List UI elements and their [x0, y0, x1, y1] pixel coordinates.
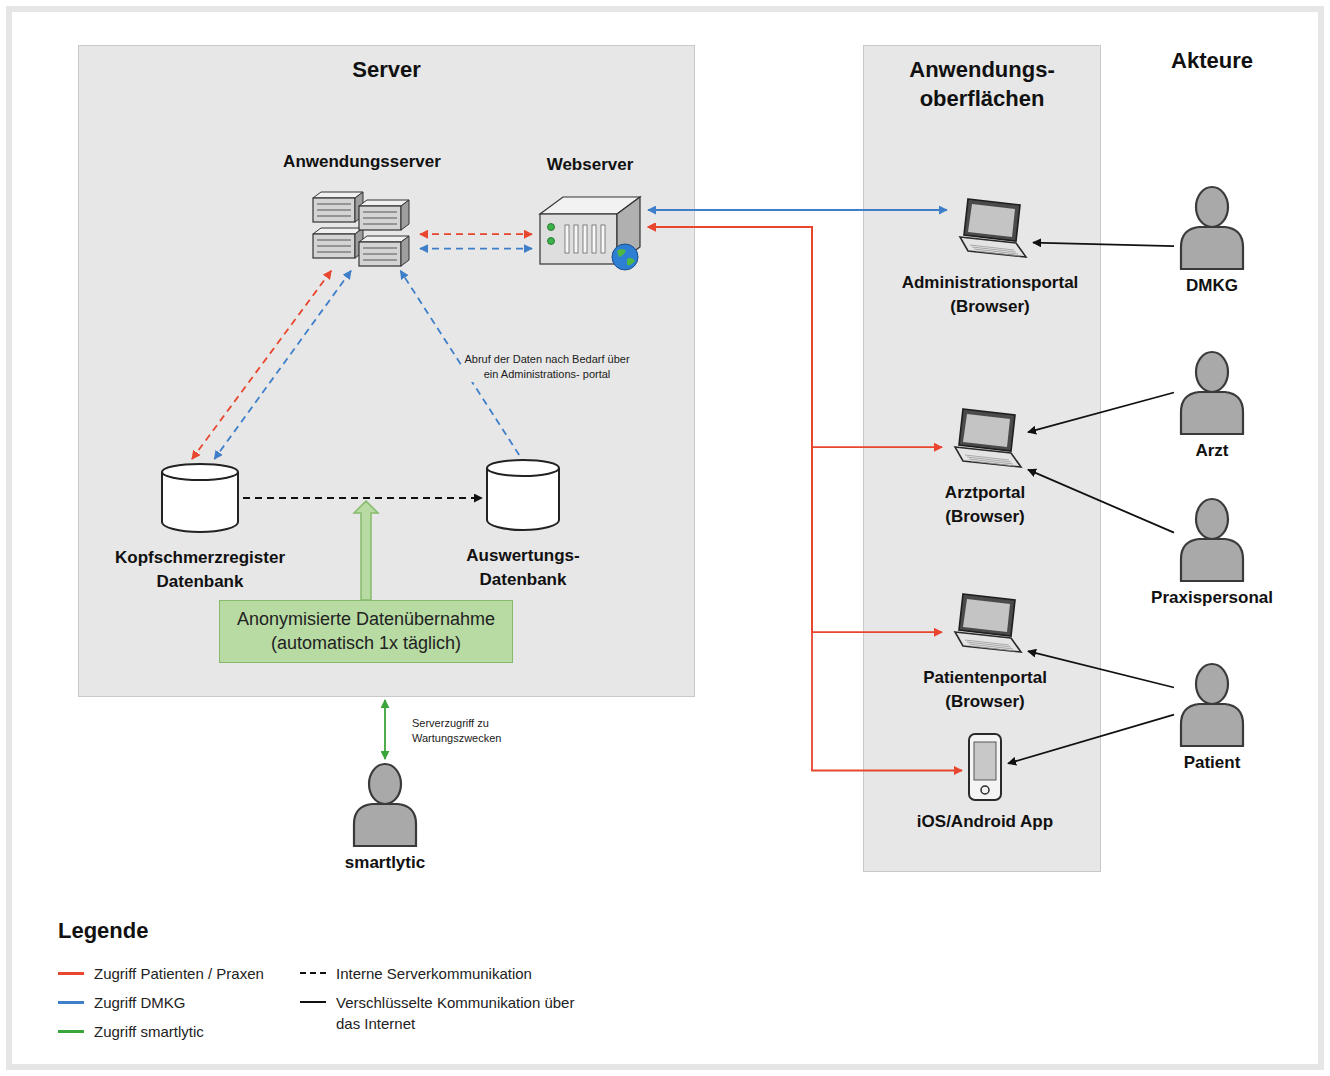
laptop-icon	[945, 590, 1025, 658]
connector	[648, 209, 947, 211]
column-heading: Akteure	[1171, 48, 1253, 74]
node-label: DMKG	[1186, 274, 1238, 298]
database: Auswertungs- Datenbank	[458, 458, 588, 592]
person-drawing	[1177, 185, 1247, 270]
node-label: Webserver	[547, 153, 634, 177]
node-label: Kopfschmerzregister Datenbank	[105, 546, 295, 594]
person-icon	[1177, 662, 1247, 747]
legend-text: Verschlüsselte Kommunikation über das In…	[336, 992, 576, 1034]
laptop-drawing	[945, 590, 1025, 658]
person-drawing	[1177, 350, 1247, 435]
edge-label: Serverzugriff zu Wartungszwecken	[412, 716, 522, 746]
legend-line-sample	[300, 1001, 326, 1003]
actor: Patient	[1177, 662, 1247, 775]
browser-portal: Administrationsportal (Browser)	[888, 195, 1093, 319]
node-label: Anwendungsserver	[283, 150, 441, 174]
legend-text: Zugriff smartlytic	[94, 1021, 204, 1042]
mobile-app: iOS/Android App	[917, 732, 1053, 834]
web-drawing	[535, 189, 645, 274]
laptop-drawing	[950, 195, 1030, 263]
transfer-box: Anonymisierte Datenübernahme (automatisc…	[219, 600, 513, 663]
legend-line-sample	[300, 972, 326, 974]
browser-portal: Patientenportal (Browser)	[905, 590, 1065, 714]
database: Kopfschmerzregister Datenbank	[105, 462, 295, 594]
actor: Arzt	[1177, 350, 1247, 463]
person-icon	[1177, 497, 1247, 582]
actor: smartlytic	[345, 762, 425, 875]
person-drawing	[1177, 662, 1247, 747]
cyl-drawing	[485, 458, 561, 532]
application-server: Anwendungsserver	[283, 150, 441, 268]
person-drawing	[350, 762, 420, 847]
legend-swatch	[58, 1001, 84, 1004]
browser-portal: Arztportal (Browser)	[925, 405, 1045, 529]
web-server: Webserver	[535, 153, 645, 274]
cyl-drawing	[160, 462, 240, 534]
legend-text: Zugriff DMKG	[94, 992, 185, 1013]
person-icon	[1177, 185, 1247, 270]
cyl-icon	[160, 462, 240, 534]
legend-swatch	[58, 1030, 84, 1033]
node-label: Patient	[1184, 751, 1241, 775]
laptop-icon	[950, 195, 1030, 263]
panel-title: Server	[79, 46, 694, 85]
connector	[384, 700, 386, 759]
legend-text: Zugriff Patienten / Praxen	[94, 963, 264, 984]
box-text: Anonymisierte Datenübernahme (automatisc…	[230, 607, 502, 656]
phone-drawing	[965, 732, 1005, 802]
cyl-icon	[485, 458, 561, 532]
node-label: iOS/Android App	[917, 810, 1053, 834]
rack-drawing	[307, 188, 417, 268]
person-icon	[350, 762, 420, 847]
node-label: Auswertungs- Datenbank	[458, 544, 588, 592]
laptop-drawing	[945, 405, 1025, 473]
panel: Anwendungs- oberflächenAdministrationspo…	[863, 45, 1101, 872]
node-label: Arzt	[1195, 439, 1228, 463]
laptop-icon	[945, 405, 1025, 473]
legend-text: Interne Serverkommunikation	[336, 963, 576, 984]
legend-swatch	[58, 972, 84, 975]
panel-title: Anwendungs- oberflächen	[864, 46, 1100, 113]
legend-heading: Legende	[58, 918, 148, 944]
actor: Praxispersonal	[1151, 497, 1273, 610]
web-icon	[535, 189, 645, 274]
node-label: Administrationsportal (Browser)	[888, 271, 1093, 319]
rack-icon	[307, 188, 417, 268]
person-icon	[1177, 350, 1247, 435]
node-label: Praxispersonal	[1151, 586, 1273, 610]
phone-icon	[965, 732, 1005, 802]
actor: DMKG	[1177, 185, 1247, 298]
edge-label: Abruf der Daten nach Bedarf über ein Adm…	[462, 352, 632, 382]
node-label: Arztportal (Browser)	[925, 481, 1045, 529]
node-label: smartlytic	[345, 851, 425, 875]
person-drawing	[1177, 497, 1247, 582]
node-label: Patientenportal (Browser)	[905, 666, 1065, 714]
